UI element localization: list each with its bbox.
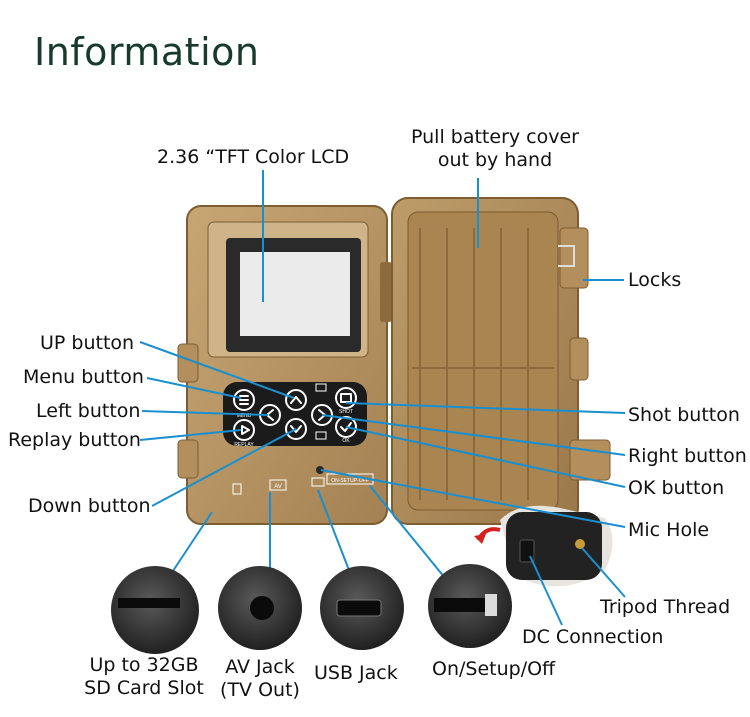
usb-jack-label: USB Jack <box>314 662 398 684</box>
mic-hole-label: Mic Hole <box>628 519 710 541</box>
on-setup-off-label: On/Setup/Off <box>432 658 556 680</box>
usb-jack-closeup <box>320 566 404 650</box>
sd-slot-closeup <box>111 566 199 654</box>
av-jack-line1: AV Jack <box>225 656 295 678</box>
sd-slot-line2: SD Card Slot <box>84 676 204 699</box>
av-text: AV <box>274 484 282 490</box>
battery-cover-label: Pull battery cover out by hand <box>400 126 590 172</box>
menu-text: MENU <box>237 413 252 419</box>
ok-text: OK <box>342 438 350 444</box>
switch-closeup <box>428 564 512 648</box>
menu-button-label: Menu button <box>23 366 144 388</box>
tripod-thread-label: Tripod Thread <box>600 596 731 618</box>
leader-lines <box>139 170 626 626</box>
dc-connection-label: DC Connection <box>522 626 664 648</box>
sd-slot-label: Up to 32GB SD Card Slot <box>76 654 212 700</box>
right-button-label: Right button <box>628 445 747 467</box>
replay-text: REPLAY <box>234 442 254 448</box>
up-button-label: UP button <box>40 332 135 354</box>
battery-cover-line1: Pull battery cover <box>411 126 579 148</box>
lcd-label: 2.36 “TFT Color LCD <box>157 146 350 168</box>
battery-cover-line2: out by hand <box>437 148 553 171</box>
av-jack-label: AV Jack (TV Out) <box>210 656 310 702</box>
locks-label: Locks <box>628 269 682 291</box>
sd-slot-line1: Up to 32GB <box>89 654 199 676</box>
shot-button-label: Shot button <box>628 404 740 426</box>
left-button-label: Left button <box>36 400 141 422</box>
lcd-screen <box>226 238 361 352</box>
dc-inset <box>474 505 613 587</box>
switch-text: ON-SETUP-OFF <box>331 478 369 484</box>
shot-text: SHOT <box>339 409 353 415</box>
down-button-label: Down button <box>28 495 151 517</box>
av-jack-line2: (TV Out) <box>220 678 300 701</box>
camera-back-housing <box>391 197 611 525</box>
replay-button-label: Replay button <box>8 429 141 451</box>
ok-button-label: OK button <box>628 477 725 499</box>
page-title: Information <box>34 30 260 74</box>
av-jack-closeup <box>218 566 302 650</box>
